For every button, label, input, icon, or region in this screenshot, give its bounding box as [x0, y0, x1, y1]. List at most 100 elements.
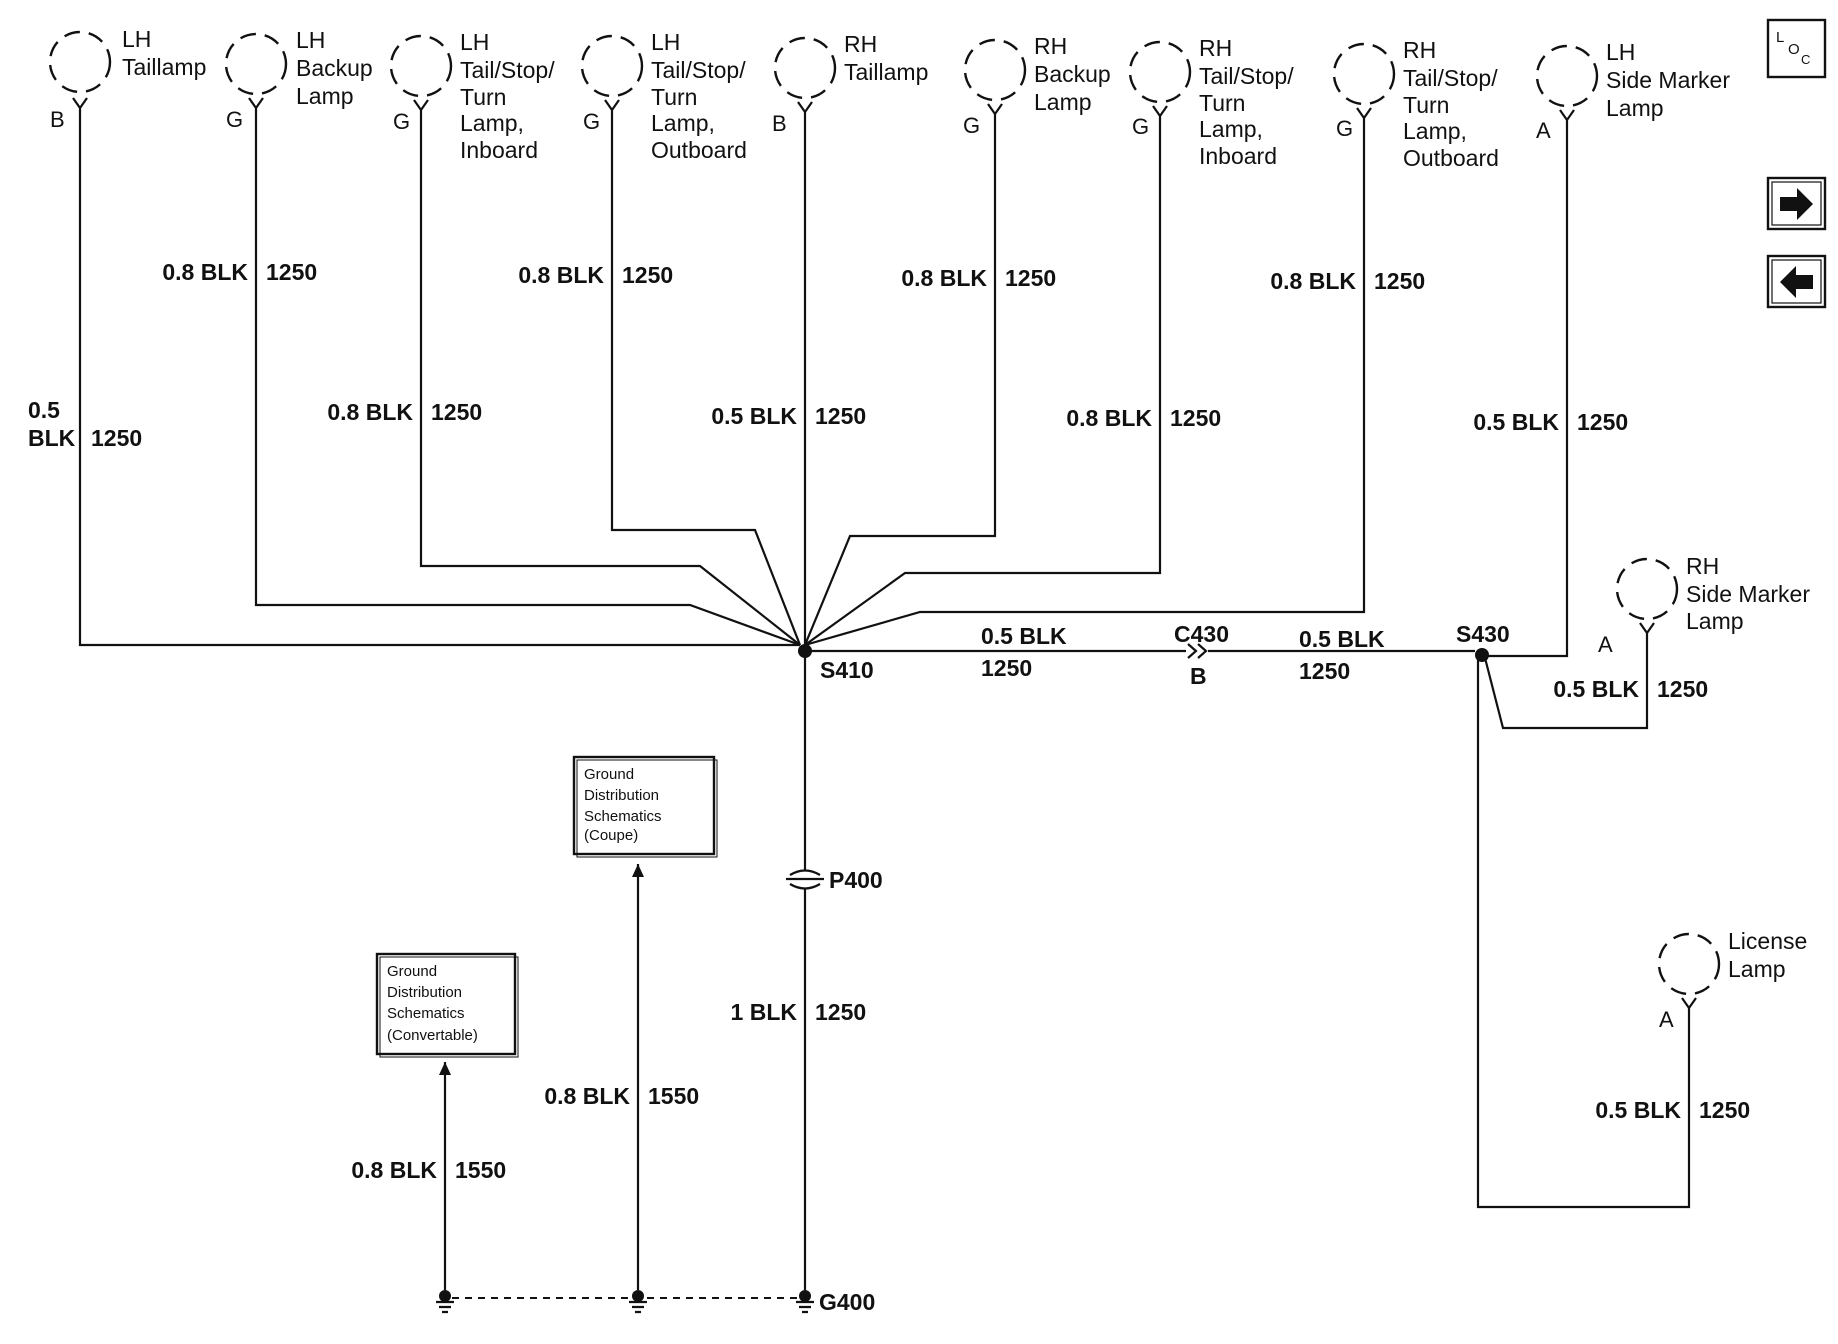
- lamp-label: LH: [651, 29, 680, 55]
- wire-gauge-label: 1 BLK: [731, 999, 798, 1025]
- ground-dot: [632, 1290, 644, 1302]
- wire-circuit-label: 1250: [1657, 676, 1708, 702]
- loc-letter: L: [1776, 29, 1784, 46]
- lamp-label: Lamp,: [651, 110, 715, 136]
- lamp-license: License Lamp A: [1657, 928, 1807, 1032]
- lamp-label: Side Marker: [1606, 67, 1730, 93]
- wire-circuit-label: 1250: [1299, 658, 1350, 684]
- wire-circuit-label: 1250: [1005, 265, 1056, 291]
- pin-label: G: [1336, 116, 1353, 141]
- wire-gauge-label: 0.8 BLK: [901, 265, 987, 291]
- wire-circuit-label: 1550: [455, 1157, 506, 1183]
- wire-gauge-label: 0.8 BLK: [518, 262, 604, 288]
- lamp-circle: [1332, 42, 1396, 106]
- lamp-circle: [1615, 557, 1679, 621]
- ref-label: Ground: [584, 766, 634, 783]
- lamp-label: Backup: [296, 55, 373, 81]
- splice-s410-dot: [798, 644, 812, 658]
- wire-gauge-label: 0.8 BLK: [162, 259, 248, 285]
- ground-distribution-convertible-link[interactable]: Ground Distribution Schematics (Converta…: [375, 952, 519, 1058]
- lamp-label: Lamp,: [1199, 116, 1263, 142]
- lamp-circle: [48, 30, 112, 94]
- lamp-label: RH: [1034, 33, 1067, 59]
- lamp-lh-side-marker: LH Side Marker Lamp A: [1535, 39, 1730, 143]
- lamp-label: License: [1728, 928, 1807, 954]
- lamp-label: Lamp: [1686, 608, 1744, 634]
- wire-labels: 0.5 BLK 1250 0.8 BLK 1250 0.8 BLK 1250 0…: [28, 259, 1750, 1183]
- pin-label: B: [50, 107, 65, 132]
- wire-circuit-label: 1250: [91, 425, 142, 451]
- lamp-rh-tail-stop-turn-inboard: RH Tail/Stop/ Turn Lamp, Inboard G: [1128, 35, 1294, 169]
- previous-page-button[interactable]: [1766, 254, 1827, 309]
- lamp-circle: [580, 34, 644, 98]
- lamp-rh-backup: RH Backup Lamp G: [963, 33, 1111, 138]
- lamp-circle: [963, 38, 1027, 102]
- wire-circuit-label: 1250: [1699, 1097, 1750, 1123]
- wire-circuit-label: 1250: [1577, 409, 1628, 435]
- lamp-rh-taillamp: RH Taillamp B: [772, 31, 928, 136]
- lamp-label: LH: [1606, 39, 1635, 65]
- lamp-label: Taillamp: [844, 59, 928, 85]
- wire-gauge-label: 0.5: [28, 397, 60, 423]
- wire-circuit-label: 1550: [648, 1083, 699, 1109]
- lamp-label: LH: [296, 27, 325, 53]
- lamp-lh-tail-stop-turn-inboard: LH Tail/Stop/ Turn Lamp, Inboard G: [389, 29, 555, 163]
- wire-gauge-label: 0.8 BLK: [1066, 405, 1152, 431]
- lamp-label: Tail/Stop/: [460, 57, 555, 83]
- wire-gauge-label: 0.5 BLK: [1473, 409, 1559, 435]
- lamp-label: Turn: [1403, 92, 1449, 118]
- wire-circuit-label: 1250: [1170, 405, 1221, 431]
- ref-label: Distribution: [387, 984, 462, 1001]
- lamp-circle: [1535, 44, 1599, 108]
- lamp-label: Lamp: [1034, 89, 1092, 115]
- lamp-label: Lamp: [1728, 956, 1786, 982]
- arrow-right-icon: [1780, 188, 1813, 220]
- loc-letter: C: [1801, 52, 1810, 67]
- wire-circuit-label: 1250: [266, 259, 317, 285]
- lamp-label: Side Marker: [1686, 581, 1810, 607]
- pin-label: A: [1598, 632, 1613, 657]
- lamp-circle: [1128, 40, 1192, 104]
- wire-gauge-label: 0.8 BLK: [1270, 268, 1356, 294]
- connector-c430-label: C430: [1174, 621, 1229, 647]
- lamp-label: Backup: [1034, 61, 1111, 87]
- lamp-label: LH: [460, 29, 489, 55]
- pin-label: G: [1132, 114, 1149, 139]
- wire-circuit-label: 1250: [981, 655, 1032, 681]
- connector-c430-pin-label: B: [1190, 663, 1207, 689]
- lamp-label: Inboard: [460, 137, 538, 163]
- lamp-label: Turn: [1199, 90, 1245, 116]
- ground-g400-label: G400: [819, 1289, 875, 1315]
- lamp-label: Tail/Stop/: [1199, 63, 1294, 89]
- lamp-circle: [389, 34, 453, 98]
- lamp-label: Inboard: [1199, 143, 1277, 169]
- lamp-label: RH: [844, 31, 877, 57]
- next-page-button[interactable]: [1766, 176, 1827, 231]
- locator-button[interactable]: L O C: [1766, 18, 1827, 79]
- wire-circuit-label: 1250: [622, 262, 673, 288]
- ground-distribution-coupe-link[interactable]: Ground Distribution Schematics (Coupe): [572, 755, 718, 858]
- lamp-label: Taillamp: [122, 54, 206, 80]
- lamp-label: Tail/Stop/: [651, 57, 746, 83]
- lamp-rh-tail-stop-turn-outboard: RH Tail/Stop/ Turn Lamp, Outboard G: [1332, 37, 1499, 171]
- lamp-label: RH: [1686, 553, 1719, 579]
- lamp-label: RH: [1403, 37, 1436, 63]
- splice-s410-label: S410: [820, 657, 874, 683]
- ref-label: (Coupe): [584, 827, 638, 844]
- wire-gauge-label: 0.5 BLK: [711, 403, 797, 429]
- lamp-label: Outboard: [651, 137, 747, 163]
- lamp-label: Tail/Stop/: [1403, 65, 1498, 91]
- lamp-lh-taillamp: LH Taillamp B: [48, 26, 206, 132]
- arrow-left-icon: [1780, 266, 1813, 298]
- wire-gauge-label: 0.5 BLK: [1553, 676, 1639, 702]
- splice-s430-label: S430: [1456, 621, 1510, 647]
- lamp-label: Turn: [651, 84, 697, 110]
- wire-circuit-label: 1250: [431, 399, 482, 425]
- pin-label: A: [1536, 118, 1551, 143]
- splice-pack-p400-label: P400: [829, 867, 883, 893]
- lamp-label: Lamp,: [460, 110, 524, 136]
- ref-label: (Convertable): [387, 1027, 478, 1044]
- lamp-label: RH: [1199, 35, 1232, 61]
- lamp-lh-tail-stop-turn-outboard: LH Tail/Stop/ Turn Lamp, Outboard G: [580, 29, 747, 163]
